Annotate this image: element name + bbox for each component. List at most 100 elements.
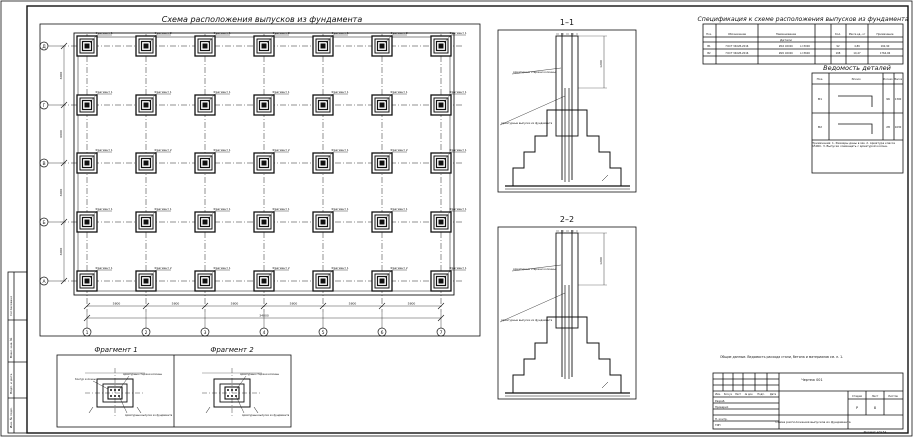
column-outline — [199, 40, 211, 52]
foundation: Фрагмент 1 — [76, 207, 113, 233]
total-dim-value: 34800 — [259, 314, 269, 318]
column-body — [555, 35, 579, 137]
fragment-callout: Фрагмент 1 — [154, 90, 172, 94]
foundation: Фрагмент 1 — [430, 148, 467, 174]
stamp-stage: Р — [856, 406, 858, 410]
column-outline — [376, 216, 388, 228]
foundation-step-2 — [79, 214, 95, 230]
col-axis-label: 2 — [145, 330, 148, 336]
stamp-role-4: ГИП — [715, 423, 721, 427]
stamp-col-sheet: Лист — [872, 394, 879, 398]
rebar-dot — [227, 389, 229, 391]
fragment-leader — [148, 210, 157, 220]
label-leader-top — [511, 264, 562, 272]
foundation: Фрагмент 2 — [371, 148, 408, 174]
rebar-outlets — [143, 102, 149, 108]
spec-header-designation: Обозначение — [728, 32, 746, 36]
foundation: Фрагмент 2 — [371, 266, 408, 292]
fragment-callout: Фрагмент 1 — [95, 90, 113, 94]
fragment-leader — [443, 210, 452, 220]
fragment-callout: Фрагмент 1 — [390, 90, 408, 94]
column-outline — [317, 275, 329, 287]
fragment-leader — [89, 210, 98, 220]
column-outline — [435, 99, 447, 111]
fragment-label-b: Арматурные выпуски из фундамента — [242, 414, 290, 417]
fragment-leader — [266, 93, 275, 103]
rebar-outlets — [143, 219, 149, 225]
col-axis-label: 6 — [381, 330, 384, 336]
section-2-frame — [497, 226, 637, 400]
foundation-profile — [512, 109, 622, 186]
foundation-step-2 — [138, 97, 154, 113]
fragment-leader — [148, 93, 157, 103]
column-outline — [258, 216, 270, 228]
foundation-step-2 — [374, 155, 390, 171]
label-leader-top — [511, 67, 562, 75]
foundation-step-2 — [197, 97, 213, 113]
column-outline — [258, 40, 270, 52]
details-title: Ведомость деталей — [823, 64, 891, 72]
fragment-leader — [443, 269, 452, 279]
spec-table — [702, 23, 904, 65]
label-leader-bottom — [499, 95, 566, 126]
row-dim-tick — [60, 218, 68, 226]
col-axis-label: 1 — [86, 330, 89, 336]
row-dim-tick — [60, 277, 68, 285]
fragment-leader — [207, 269, 216, 279]
fragment-label-a: Арматурные стержни колонны — [240, 373, 279, 376]
label-bottom: Арматурные выпуски из фундамента — [501, 121, 553, 125]
rebar-outlets — [438, 219, 444, 225]
column-outline — [376, 275, 388, 287]
fragment-callout: Фрагмент 1 — [213, 207, 231, 211]
fragment-2-title: Фрагмент 2 — [210, 346, 254, 354]
foundation: Фрагмент 1 — [194, 266, 231, 292]
rebar-outlets — [202, 160, 208, 166]
fragment-leader — [384, 210, 393, 220]
row-dim-tick — [60, 159, 68, 167]
col-dim-tick — [378, 302, 386, 310]
total-dim-tick — [437, 314, 445, 322]
foundation-step-2 — [256, 155, 272, 171]
foundation: Фрагмент 2 — [253, 266, 290, 292]
stamp-row-label-5: Подп. — [757, 393, 764, 396]
foundation: Фрагмент 1 — [312, 266, 349, 292]
spec-cell: В1 — [707, 44, 711, 48]
rebar-outlets — [320, 43, 326, 49]
section-1-title: 1–1 — [560, 18, 574, 27]
rebar-outlets — [84, 160, 90, 166]
foundation: Фрагмент 1 — [312, 207, 349, 233]
foundation: Фрагмент 1 — [135, 90, 172, 116]
column-outline — [199, 157, 211, 169]
rebar-outlets — [261, 278, 267, 284]
section-cut-mark — [88, 406, 94, 414]
fragment-leader — [207, 210, 216, 220]
fragment-leader — [148, 151, 157, 161]
level-mark — [601, 381, 609, 389]
stamp-col-stage: Стадия — [852, 394, 862, 398]
foundation: Фрагмент 1 — [312, 90, 349, 116]
rebar-outlets — [438, 160, 444, 166]
foundation: Фрагмент 1 — [312, 31, 349, 57]
spec-title: Спецификация к схеме расположения выпуск… — [697, 16, 908, 23]
fragment-callout: Фрагмент 1 — [213, 148, 231, 152]
level-mark — [601, 174, 609, 182]
fragment-callout: Фрагмент 1 — [331, 207, 349, 211]
fragment-callout: Фрагмент 2 — [272, 31, 290, 35]
fragment-callout: Фрагмент 1 — [390, 207, 408, 211]
column-outline — [140, 275, 152, 287]
stamp-row-label-4: № док. — [745, 393, 754, 396]
foundation: Фрагмент 1 — [194, 90, 231, 116]
fragment-leader — [207, 34, 216, 44]
side-stamp-1: Инв. № подл. — [9, 407, 13, 428]
details-notes: Примечания: 1. Размеры даны в мм. 2. Арм… — [812, 142, 896, 149]
rebar-outlets — [202, 43, 208, 49]
spec-cell: ГОСТ 34028-2016 — [726, 44, 749, 48]
stamp-row-label-3: Лист — [735, 393, 742, 396]
section-cut-mark — [253, 406, 259, 414]
foundation-step-2 — [197, 214, 213, 230]
label-leader-bottom — [499, 292, 566, 323]
fragment-callout: Фрагмент 1 — [449, 31, 467, 35]
